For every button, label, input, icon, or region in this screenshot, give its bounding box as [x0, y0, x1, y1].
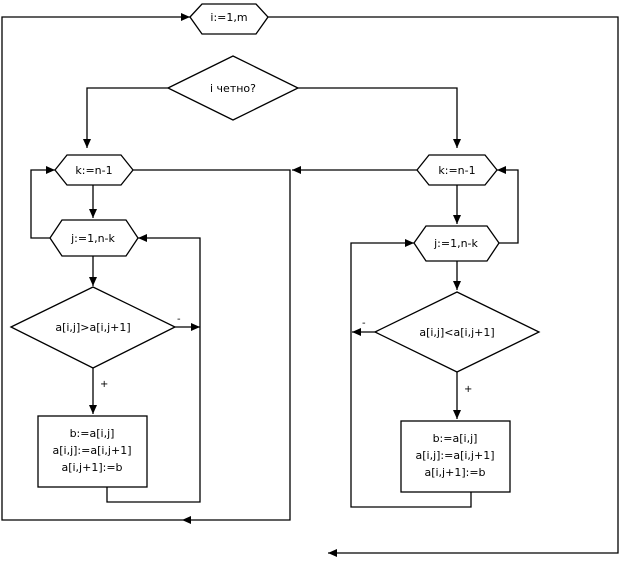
right-j-loop-block: j:=1,n-k	[413, 225, 500, 262]
condition-to-left-branch	[83, 87, 168, 148]
right-k-loop-block: k:=n-1	[416, 154, 498, 186]
outer-loop-exit-right	[268, 16, 619, 557]
right-compare-block: a[i,j]<a[i,j+1]	[373, 291, 541, 373]
left-yes-label: +	[100, 379, 108, 390]
right-no-label: -	[362, 318, 366, 329]
parity-condition: i четно?	[166, 55, 300, 121]
right-swap-line-2: a[i,j]:=a[i,j+1]	[415, 449, 494, 462]
left-swap-block: b:=a[i,j] a[i,j]:=a[i,j+1] a[i,j+1]:=b	[37, 415, 148, 488]
parity-condition-label: i четно?	[210, 82, 256, 95]
left-swap-line-2: a[i,j]:=a[i,j+1]	[52, 444, 131, 457]
condition-to-right-branch	[298, 87, 461, 148]
right-compare-label: a[i,j]<a[i,j+1]	[419, 326, 494, 339]
left-swap-line-1: b:=a[i,j]	[70, 427, 115, 440]
left-compare-label: a[i,j]>a[i,j+1]	[55, 321, 130, 334]
left-k-loop-exit	[133, 169, 291, 524]
right-swap-line-1: b:=a[i,j]	[433, 432, 478, 445]
left-j-loop-label: j:=1,n-k	[70, 232, 115, 245]
left-j-loop-block: j:=1,n-k	[49, 219, 139, 257]
outer-loop-label: i:=1,m	[210, 11, 247, 24]
outer-loop-return-left	[1, 13, 190, 521]
right-j-return-to-k	[497, 166, 519, 244]
left-loop-back	[106, 234, 201, 503]
left-compare-block: a[i,j]>a[i,j+1]	[9, 286, 177, 369]
right-loop-back	[350, 239, 472, 508]
left-j-return-to-k	[30, 166, 55, 239]
right-j-loop-label: j:=1,n-k	[433, 237, 478, 250]
right-yes-label: +	[464, 384, 472, 395]
left-no-label: -	[177, 314, 181, 325]
right-k-loop-label: k:=n-1	[438, 164, 475, 177]
outer-loop-block: i:=1,m	[189, 3, 269, 35]
left-k-loop-block: k:=n-1	[54, 154, 134, 186]
right-swap-line-3: a[i,j+1]:=b	[424, 466, 485, 479]
left-k-loop-label: k:=n-1	[75, 164, 112, 177]
left-swap-line-3: a[i,j+1]:=b	[61, 461, 122, 474]
right-swap-block: b:=a[i,j] a[i,j]:=a[i,j+1] a[i,j+1]:=b	[400, 420, 511, 493]
